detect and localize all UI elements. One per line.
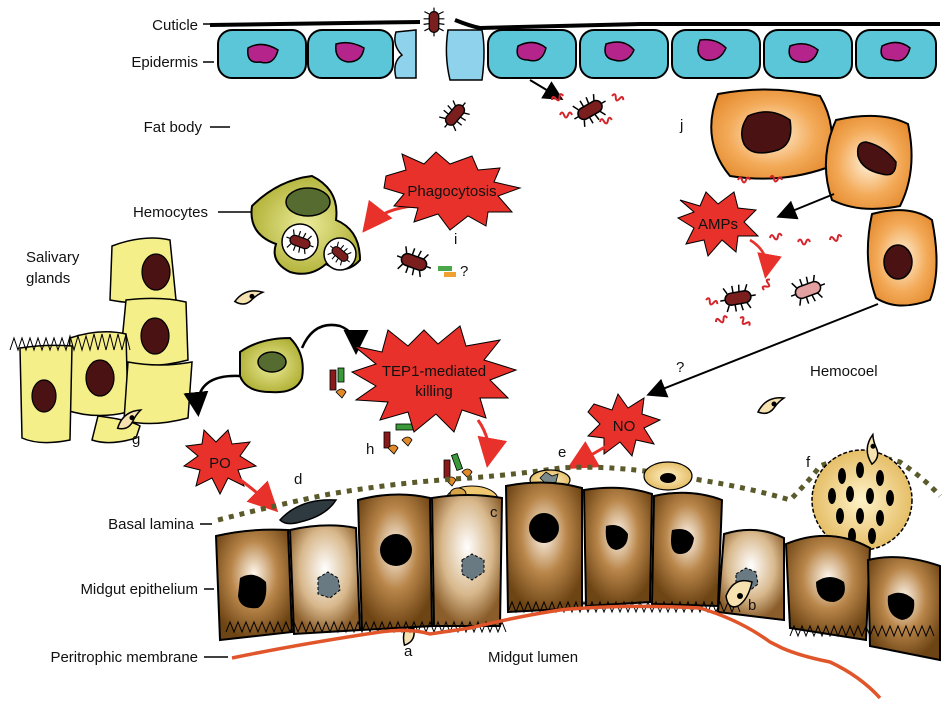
letter-h: h (366, 441, 374, 458)
arrow-tep1-killing (478, 420, 489, 462)
label-peritrophic-membrane: Peritrophic membrane (50, 649, 198, 666)
label-basal-lamina: Basal lamina (108, 516, 195, 533)
burst-label-amps: AMPs (698, 216, 738, 233)
bacterium-amps (718, 282, 758, 314)
label-midgut-lumen: Midgut lumen (488, 649, 578, 666)
sporozoite-free (235, 287, 263, 307)
melanized-ookinete-d (280, 500, 336, 524)
epidermis-layer (218, 30, 936, 80)
arrow-amps-bacteria (750, 240, 767, 274)
label-cuticle: Cuticle (152, 17, 198, 34)
burst-label-tep1-line2: killing (415, 383, 453, 400)
arrow-po-melanization (238, 478, 274, 508)
bacterium-damaged (787, 272, 830, 309)
letter-i: i (454, 231, 457, 248)
letter-g: g (132, 431, 140, 448)
arrow-phagocytosis (366, 206, 412, 228)
sporozoite-hemocoel (758, 398, 784, 414)
label-hemocytes: Hemocytes (133, 204, 208, 221)
cuticle-line (210, 20, 940, 28)
label-fat-body: Fat body (144, 119, 203, 136)
burst-label-po: PO (209, 455, 231, 472)
letter-j: j (679, 117, 683, 134)
arrow-no-ookinete (572, 444, 610, 466)
question-mark-no: ? (676, 359, 684, 376)
letter-b: b (748, 597, 756, 614)
arrow-fatbody-amps (780, 194, 834, 216)
bacterium-entering (424, 8, 445, 37)
burst-label-phagocytosis: Phagocytosis (407, 183, 496, 200)
letter-a: a (404, 643, 413, 660)
letter-f: f (806, 454, 811, 471)
label-epidermis: Epidermis (131, 54, 198, 71)
burst-label-tep1-line1: TEP1-mediated (382, 363, 486, 380)
bacterium-i (393, 244, 436, 281)
arrow-entry (530, 80, 560, 98)
tep-molecule-i (438, 266, 456, 277)
burst-label-no: NO (613, 418, 636, 435)
arrow-fatbody-no (650, 304, 878, 394)
label-salivary-line1: Salivary (26, 249, 80, 266)
bacteria-fat-body (436, 90, 625, 135)
letter-e: e (558, 444, 566, 461)
arrow-hemocyte-po (198, 376, 240, 412)
question-mark-phago: ? (460, 263, 468, 280)
tep1-molecule (330, 368, 346, 398)
letter-d: d (294, 471, 302, 488)
tep1-molecules-h (384, 424, 414, 454)
letter-c: c (490, 504, 498, 521)
salivary-glands (10, 238, 192, 443)
label-midgut-epithelium: Midgut epithelium (80, 581, 198, 598)
label-salivary-line2: glands (26, 270, 70, 287)
label-hemocoel: Hemocoel (810, 363, 878, 380)
arrow-hemocyte-tep1 (302, 325, 356, 350)
